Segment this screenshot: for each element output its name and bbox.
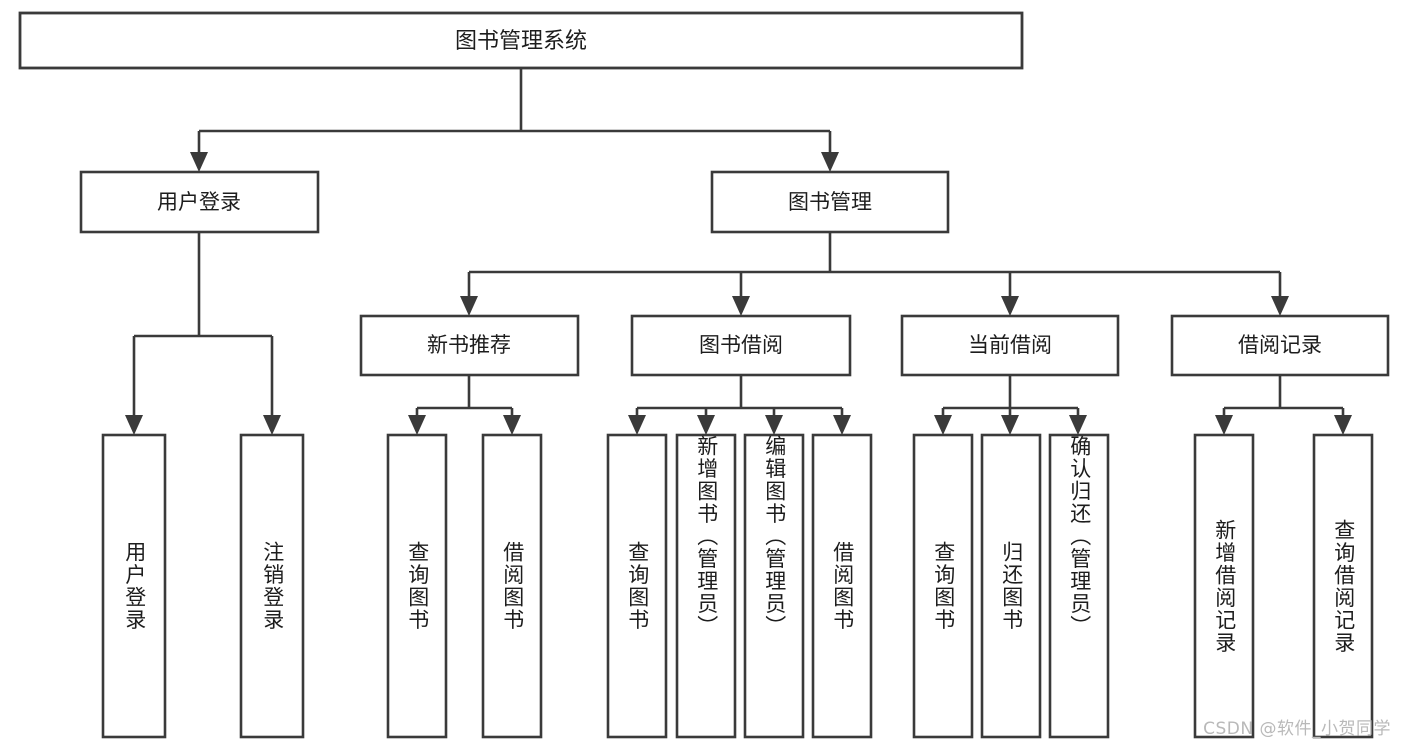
arrow-to-leaf-borrow-book-1 [503,415,521,435]
node-current-borrow[interactable]: 当前借阅 [900,314,1120,377]
node-user-login-box[interactable] [79,170,320,234]
leaf-borrow-book-1-box[interactable] [481,433,543,739]
node-book-manage-box[interactable] [710,170,950,234]
leaf-query-record-box[interactable] [1312,433,1374,739]
leaf-query-book-2-box[interactable] [606,433,668,739]
arrow-to-leaf-query-book-1 [408,415,426,435]
node-borrow-record-label: 借阅记录 [1238,333,1322,357]
arrow-to-leaf-query-record [1334,415,1352,435]
node-root[interactable]: 图书管理系统 [18,11,1024,70]
node-current-borrow-label: 当前借阅 [968,333,1052,357]
node-borrow-record[interactable]: 借阅记录 [1170,314,1390,377]
node-user-login[interactable]: 用户登录 [79,170,320,234]
arrow-to-book-borrow [732,296,750,316]
leaf-add-record-box[interactable] [1193,433,1255,739]
leaf-edit-book-box[interactable] [743,433,805,739]
node-new-book-recommend-label: 新书推荐 [427,333,511,357]
node-new-book-recommend-box[interactable] [359,314,580,377]
arrow-to-leaf-borrow-book-2 [833,415,851,435]
leaf-logout-box[interactable] [239,433,305,739]
arrow-to-leaf-logout [263,415,281,435]
arrow-to-current-borrow [1001,296,1019,316]
arrow-to-leaf-query-book-3 [934,415,952,435]
leaf-add-book-box[interactable] [675,433,737,739]
node-root-label: 图书管理系统 [455,29,587,54]
arrow-to-new-book-recommend [460,296,478,316]
node-book-borrow-box[interactable] [630,314,852,377]
arrow-to-leaf-add-record [1215,415,1233,435]
arrow-to-borrow-record [1271,296,1289,316]
csdn-watermark: CSDN @软件_小贺同学 [1203,719,1391,739]
node-book-manage-label: 图书管理 [788,190,872,214]
arrow-to-book-manage [821,152,839,172]
leaf-box-group [101,433,1374,739]
leaf-query-book-3-box[interactable] [912,433,974,739]
arrow-to-leaf-user-login [125,415,143,435]
node-root-box[interactable] [18,11,1024,70]
leaf-confirm-return-box[interactable] [1048,433,1110,739]
arrow-to-leaf-confirm-return [1069,415,1087,435]
node-new-book-recommend[interactable]: 新书推荐 [359,314,580,377]
arrow-to-leaf-edit-book [765,415,783,435]
leaf-borrow-book-2-box[interactable] [811,433,873,739]
arrow-to-user-login [190,152,208,172]
node-book-borrow[interactable]: 图书借阅 [630,314,852,377]
node-book-borrow-label: 图书借阅 [699,333,783,357]
leaf-user-login-box[interactable] [101,433,167,739]
node-current-borrow-box[interactable] [900,314,1120,377]
arrow-to-leaf-return-book [1001,415,1019,435]
node-borrow-record-box[interactable] [1170,314,1390,377]
node-user-login-label: 用户登录 [157,190,241,214]
connector-group [125,68,1352,435]
arrow-to-leaf-query-book-2 [628,415,646,435]
leaf-return-book-box[interactable] [980,433,1042,739]
leaf-query-book-1-box[interactable] [386,433,448,739]
arrow-to-leaf-add-book [697,415,715,435]
node-book-manage[interactable]: 图书管理 [710,170,950,234]
